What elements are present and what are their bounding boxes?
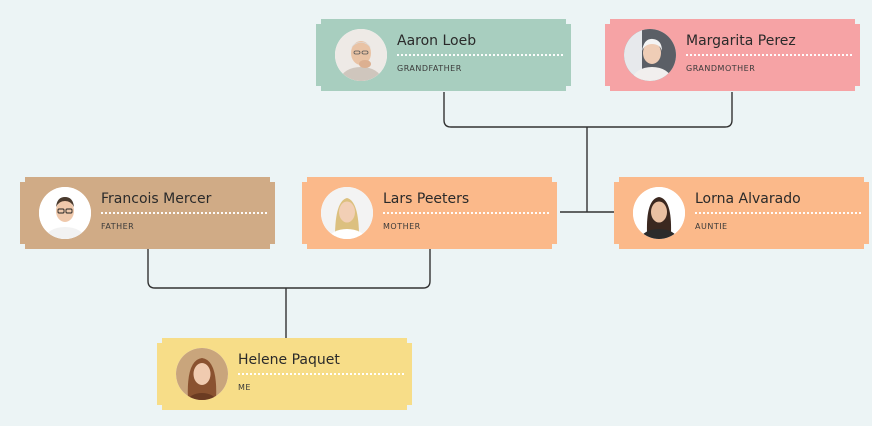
elderly-man-portrait-icon <box>335 29 387 81</box>
person-card-francois[interactable]: Francois Mercer FATHER <box>20 177 275 249</box>
name-divider <box>695 212 861 214</box>
person-name: Margarita Perez <box>686 33 796 49</box>
name-divider <box>686 54 852 56</box>
person-card-aaron[interactable]: Aaron Loeb GRANDFATHER <box>316 19 571 91</box>
young-woman-portrait-icon <box>176 348 228 400</box>
person-role: GRANDMOTHER <box>686 64 756 73</box>
person-role: GRANDFATHER <box>397 64 462 73</box>
person-card-lars[interactable]: Lars Peeters MOTHER <box>302 177 557 249</box>
name-divider <box>101 212 267 214</box>
grandparents-connector <box>443 92 733 128</box>
person-role: ME <box>238 383 251 392</box>
person-name: Francois Mercer <box>101 191 212 207</box>
man-with-glasses-portrait-icon <box>39 187 91 239</box>
parents-connector <box>147 249 431 289</box>
person-role: FATHER <box>101 222 135 231</box>
person-card-margarita[interactable]: Margarita Perez GRANDMOTHER <box>605 19 860 91</box>
person-card-helene[interactable]: Helene Paquet ME <box>157 338 412 410</box>
person-name: Helene Paquet <box>238 352 340 368</box>
person-role: MOTHER <box>383 222 421 231</box>
blonde-woman-portrait-icon <box>321 187 373 239</box>
person-name: Aaron Loeb <box>397 33 477 49</box>
dark-haired-woman-portrait-icon <box>633 187 685 239</box>
person-card-lorna[interactable]: Lorna Alvarado AUNTIE <box>614 177 869 249</box>
person-name: Lars Peeters <box>383 191 470 207</box>
name-divider <box>383 212 549 214</box>
elderly-woman-portrait-icon <box>624 29 676 81</box>
person-role: AUNTIE <box>695 222 728 231</box>
name-divider <box>238 373 404 375</box>
name-divider <box>397 54 563 56</box>
person-name: Lorna Alvarado <box>695 191 801 207</box>
